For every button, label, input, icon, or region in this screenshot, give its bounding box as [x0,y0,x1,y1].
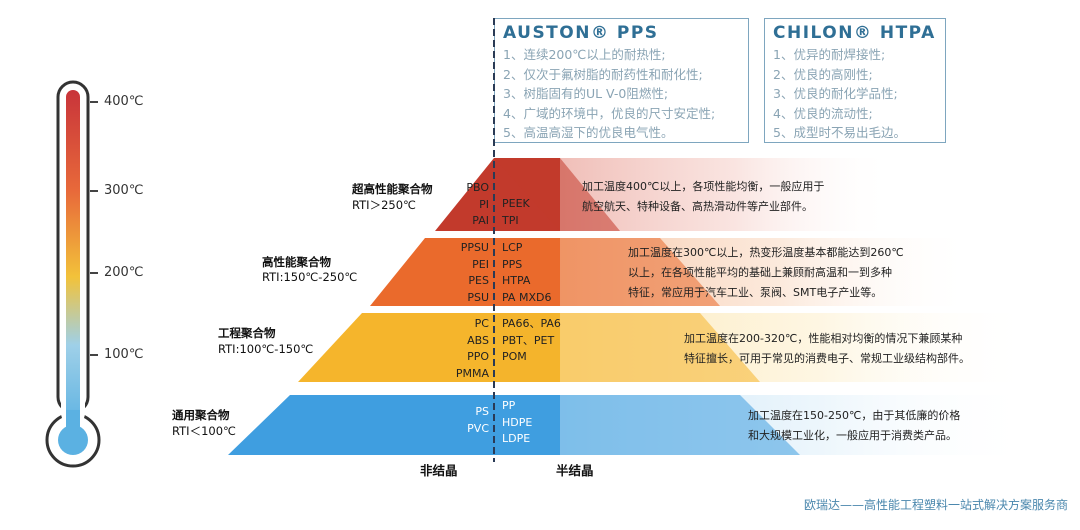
tick-100 [90,354,98,356]
thermo-label-200: 200℃ [104,265,144,280]
auston-pps-item: 3、树脂固有的UL V-0阻燃性; [503,86,669,101]
desc-line: 加工温度400℃以上，各项性能均衡，一般应用于 [582,180,825,193]
material-label: PA66、PA6 [502,317,561,330]
material-label: PMMA [455,366,489,380]
chilon-htpa-item: 1、优异的耐焊接性; [773,47,886,62]
tier-name-engineering: 工程聚合物 [218,326,276,340]
amorphous-label: 非结晶 [420,463,458,478]
pyramid-right-3 [560,395,800,455]
material-label: PPO [467,350,489,363]
pyramid-right-1 [560,238,720,306]
material-left-list: PC ABS PPO PMMA [430,316,489,382]
material-label: PBO [466,181,489,194]
material-label: PBT、PET [502,333,555,347]
material-right-list: LCP PPS HTPA PA MXD6 [502,240,551,306]
material-right-list: PP HDPE LDPE [502,398,532,448]
material-label: PSU [467,290,489,304]
material-label: LCP [502,241,523,254]
thermo-label-400: 400℃ [104,94,144,109]
desc-line: 航空航天、特种设备、高热滑动件等产业部件。 [582,200,813,213]
chilon-htpa-item: 3、优良的耐化学品性; [773,86,898,101]
tier-rti-high: RTI:150℃-250℃ [262,270,358,284]
material-label: PC [474,317,489,330]
material-label: HTPA [502,274,531,287]
auston-pps-item: 2、仅次于氟树脂的耐药性和耐化性; [503,66,703,82]
chilon-htpa-item: 4、优良的流动性; [773,105,873,121]
company-footer: 欧瑞达——高性能工程塑料一站式解决方案服务商 [803,498,1068,512]
material-left-list: PBO PI PAI [440,180,489,230]
material-label: LDPE [502,432,531,445]
desc-line: 加工温度在300℃以上，热变形温度基本都能达到260℃ [628,246,904,259]
material-label: PPS [502,257,523,271]
material-label: PEI [472,257,489,271]
tier-rti-ultra: RTI＞250℃ [352,198,416,212]
desc-line: 加工温度在150-250℃，由于其低廉的价格 [748,409,961,422]
thermo-label-300: 300℃ [104,183,144,198]
tier-rti-general: RTI＜100℃ [172,424,236,438]
desc-line: 加工温度在200-320℃，性能相对均衡的情况下兼顾某种 [684,332,963,345]
material-label: PI [479,197,489,211]
pyramid-right-0 [494,158,620,231]
material-label: PPSU [460,241,489,254]
material-right-list: PA66、PA6 PBT、PET POM [502,316,561,366]
material-label: PA MXD6 [502,290,552,304]
material-label: POM [502,350,527,363]
pyramid-right-2 [560,313,760,382]
chilon-htpa-item: 2、优良的高刚性; [773,66,873,82]
desc-line: 和大规模工业化，一般应用于消费类产品。 [748,429,957,442]
auston-pps-title: AUSTON® PPS [503,23,659,43]
tier-desc-ultra: 加工温度400℃以上，各项性能均衡，一般应用于 航空航天、特种设备、高热滑动件等… [582,177,824,217]
tier-shape-3 [228,395,560,455]
auston-pps-item: 4、广域的环境中，优良的尺寸安定性; [503,105,716,121]
auston-pps-item: 5、高温高湿下的优良电气性。 [503,125,674,140]
material-label: PS [475,405,489,418]
material-label: PES [468,274,489,287]
thermometer-icon [45,80,101,468]
material-left-list: PPSU PEI PES PSU [430,240,489,306]
material-label: PEEK [502,197,530,210]
tier-rti-engineering: RTI:100℃-150℃ [218,342,314,356]
tier-shape-1 [370,238,560,306]
semicrystalline-label: 半结晶 [556,463,594,478]
material-label: PP [502,399,516,412]
desc-line: 以上，在各项性能平均的基础上兼顾耐高温和一到多种 [628,266,892,279]
auston-pps-item: 1、连续200℃以上的耐热性; [503,47,666,62]
tick-200 [90,272,98,274]
chilon-htpa-box: CHILON® HTPA 1、优异的耐焊接性; 2、优良的高刚性; 3、优良的耐… [764,18,946,143]
material-label: ABS [467,333,489,347]
chilon-htpa-item: 5、成型时不易出毛边。 [773,125,906,140]
thermo-label-100: 100℃ [104,347,144,362]
tick-400 [90,101,98,103]
tier-name-general: 通用聚合物 [172,408,230,422]
tier-name-high: 高性能聚合物 [262,255,331,269]
material-label: TPI [502,213,519,227]
material-label: PVC [467,421,489,435]
tier-desc-engineering: 加工温度在200-320℃，性能相对均衡的情况下兼顾某种 特征擅长，可用于常见的… [684,329,970,369]
material-left-list: PS PVC [440,404,489,437]
material-label: PAI [472,214,489,227]
desc-line: 特征，常应用于汽车工业、泵阀、SMT电子产业等。 [628,286,883,299]
auston-pps-box: AUSTON® PPS 1、连续200℃以上的耐热性; 2、仅次于氟树脂的耐药性… [494,18,749,143]
material-label: HDPE [502,415,533,429]
desc-line: 特征擅长，可用于常见的消费电子、常规工业级结构部件。 [684,352,970,365]
material-right-list: PEEK TPI [502,196,530,229]
tier-desc-high: 加工温度在300℃以上，热变形温度基本都能达到260℃ 以上，在各项性能平均的基… [628,243,904,303]
tick-300 [90,190,98,192]
tier-desc-general: 加工温度在150-250℃，由于其低廉的价格 和大规模工业化，一般应用于消费类产… [748,406,960,446]
tier-name-ultra: 超高性能聚合物 [352,182,433,196]
chilon-htpa-title: CHILON® HTPA [773,23,936,43]
